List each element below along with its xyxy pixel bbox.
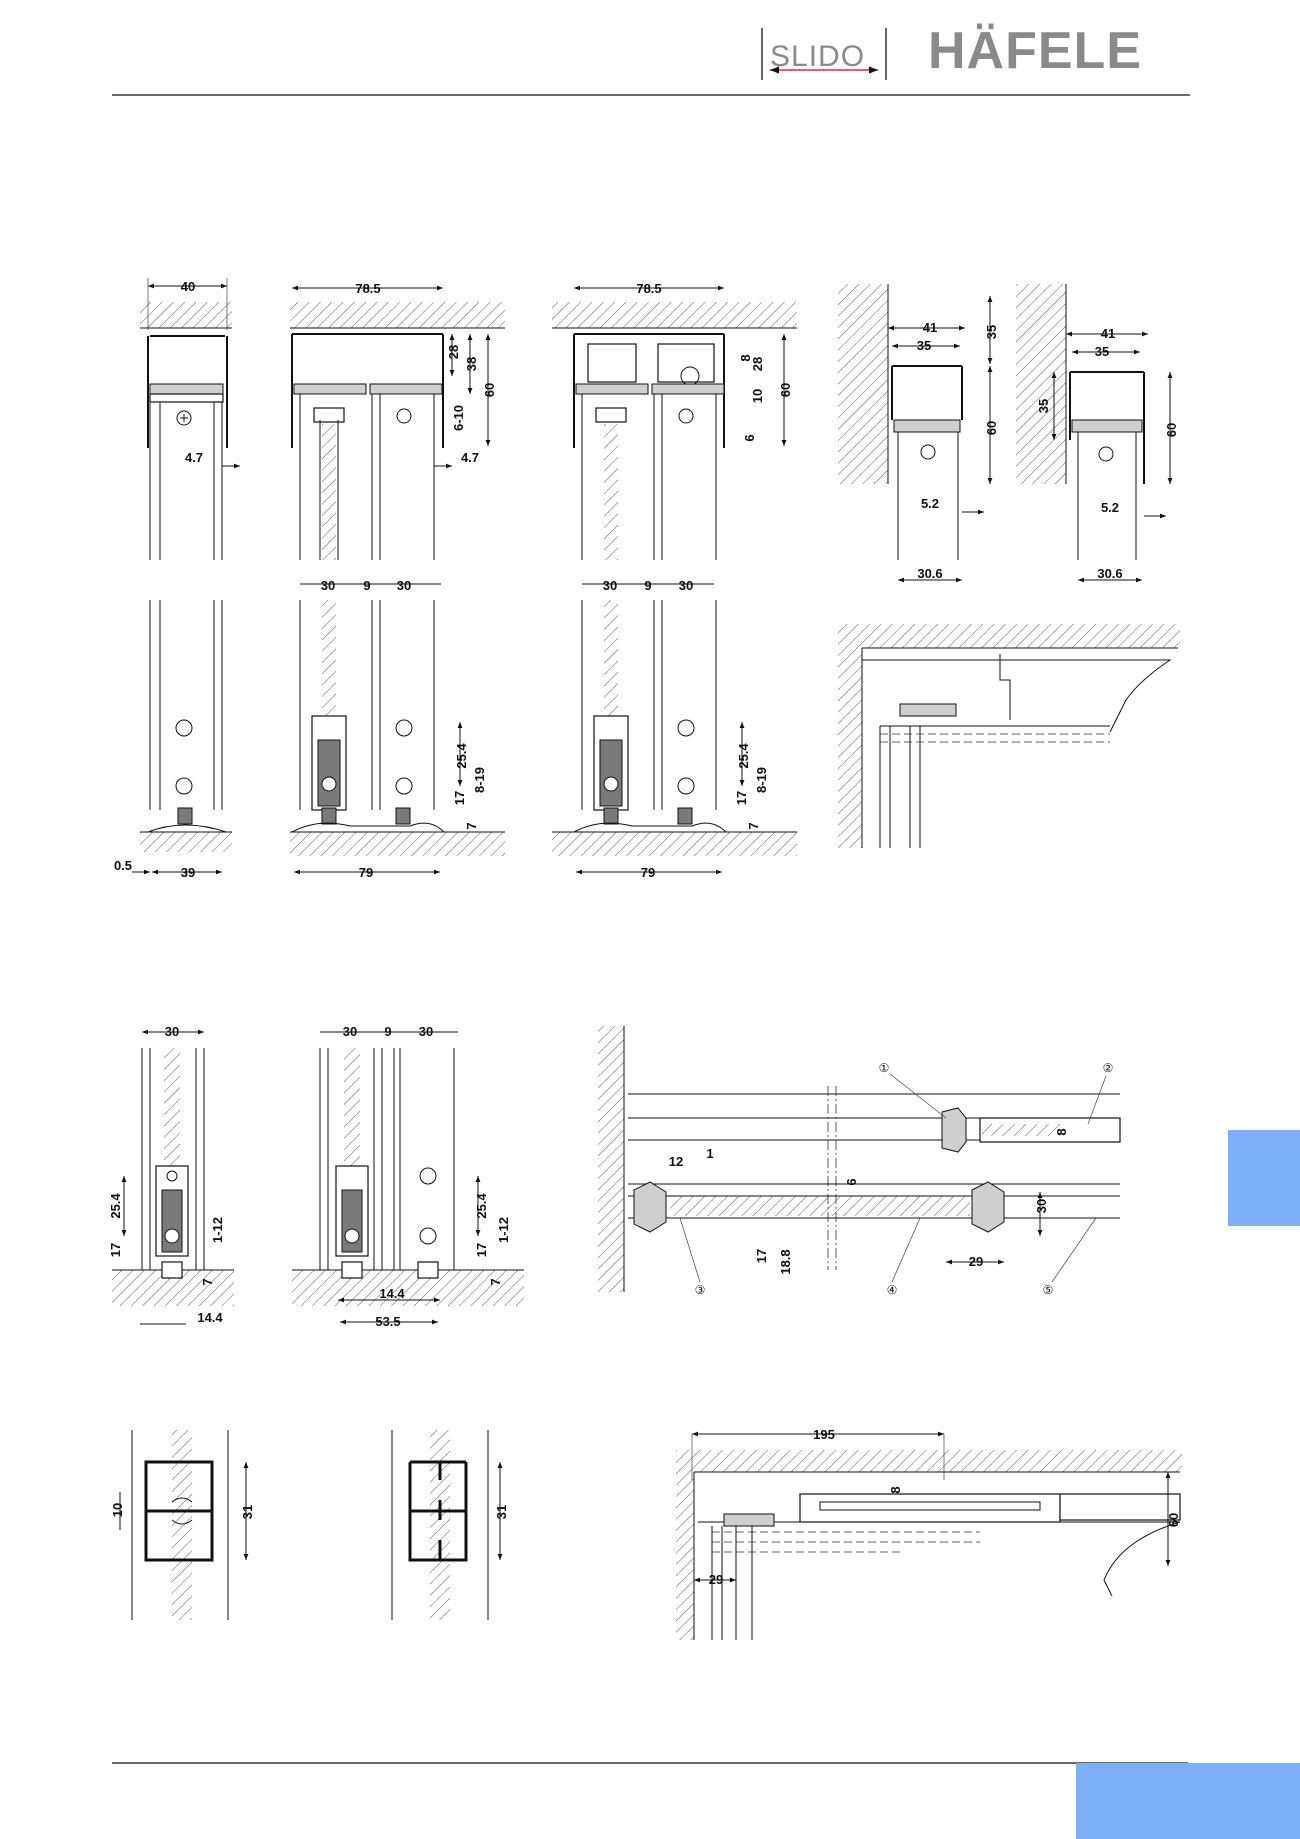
footer-page-tab xyxy=(1076,1763,1300,1839)
dim-double-h60: 60 xyxy=(482,383,497,397)
dim-wallA-h60: 60 xyxy=(984,421,999,435)
dim-double-w30a: 30 xyxy=(321,578,335,593)
dim-floor2-d53-5: 53.5 xyxy=(375,1314,400,1329)
figure-wall-mount-a: 41 35 35 60 5.2 30.6 xyxy=(838,284,999,583)
figure-single-track: 40 4.7 39 0.5 xyxy=(114,278,240,880)
dim-wallB-gap: 5.2 xyxy=(1101,500,1119,515)
dim-wallA-bottom: 30.6 xyxy=(917,566,942,581)
dim-floor2-d25-4: 25.4 xyxy=(474,1193,489,1219)
dim-double-h38: 38 xyxy=(464,357,479,371)
dim-wallB-w41: 41 xyxy=(1101,326,1115,341)
figure-profile-a: 10 31 xyxy=(110,1430,255,1620)
dim-floor2-d17: 17 xyxy=(474,1243,489,1257)
figure-profile-b: 31 xyxy=(391,1430,509,1620)
dim-floor2-w30a: 30 xyxy=(343,1024,357,1039)
header: SLIDO HÄFELE xyxy=(112,22,1190,96)
callout-3: ③ xyxy=(695,1283,706,1297)
dim-floor1-d14-4: 14.4 xyxy=(197,1310,223,1325)
dim-cover-top-width: 78.5 xyxy=(636,281,661,296)
dim-plan-d8: 8 xyxy=(1054,1128,1069,1135)
figure-ceiling-detail: 195 8 60 29 xyxy=(676,1427,1182,1640)
dim-cover-h6: 6 xyxy=(742,434,757,441)
dim-plan-d17: 17 xyxy=(754,1249,769,1263)
dim-double-bottom-width: 79 xyxy=(359,865,373,880)
dim-wallB-w35: 35 xyxy=(1095,344,1109,359)
figure-double-track-cover: 78.5 8 28 10 60 6 30 9 30 25.4 xyxy=(552,281,797,880)
callout-2: ② xyxy=(1103,1061,1114,1075)
dim-wallA-h35: 35 xyxy=(984,325,999,339)
dim-wallA-w41: 41 xyxy=(923,320,937,335)
dim-ceiling-d195: 195 xyxy=(813,1427,835,1442)
section-side-tab[interactable] xyxy=(1228,1130,1300,1226)
dim-double-top-width: 78.5 xyxy=(355,281,380,296)
dim-plan-d12: 12 xyxy=(669,1154,683,1169)
dim-double-d8-19: 8-19 xyxy=(472,767,487,793)
dim-plan-d18-8: 18.8 xyxy=(778,1249,793,1274)
dim-double-h6-10: 6-10 xyxy=(451,405,466,431)
dim-wallA-gap: 5.2 xyxy=(921,496,939,511)
dim-wallB-h35: 35 xyxy=(1036,399,1051,413)
dim-double-w30b: 30 xyxy=(397,578,411,593)
dim-plan-d29: 29 xyxy=(969,1254,983,1269)
dim-floor2-w30b: 30 xyxy=(419,1024,433,1039)
dim-floor1-w30: 30 xyxy=(165,1024,179,1039)
dim-single-bottom-offset: 0.5 xyxy=(114,858,132,873)
hafele-logo: HÄFELE xyxy=(928,22,1142,80)
callout-4: ④ xyxy=(887,1283,898,1297)
dim-single-top-width: 40 xyxy=(181,279,195,294)
dim-wallA-w35: 35 xyxy=(917,338,931,353)
dim-profileA-d31: 31 xyxy=(240,1505,255,1519)
figure-corner-detail xyxy=(838,624,1180,848)
dim-double-d7: 7 xyxy=(464,822,479,829)
figure-floor-double: 30 9 30 25.4 17 1-12 7 14.4 53.5 xyxy=(292,1024,524,1329)
dim-cover-d17: 17 xyxy=(734,791,749,805)
dim-plan-d30: 30 xyxy=(1034,1199,1049,1213)
dim-cover-h8: 8 xyxy=(738,354,753,361)
dim-double-gap: 4.7 xyxy=(461,450,479,465)
dim-plan-d6: 6 xyxy=(844,1178,859,1185)
dim-double-d25-4: 25.4 xyxy=(454,743,469,769)
dim-double-h28: 28 xyxy=(446,345,461,359)
dim-single-gap: 4.7 xyxy=(185,450,203,465)
callout-5: ⑤ xyxy=(1043,1283,1054,1297)
dim-plan-d1: 1 xyxy=(706,1146,713,1161)
figure-double-track: 78.5 28 38 60 6-10 4.7 30 9 30 xyxy=(290,281,505,880)
slido-logo: SLIDO xyxy=(761,28,887,80)
dim-cover-bottom-width: 79 xyxy=(641,865,655,880)
dim-cover-w9: 9 xyxy=(644,578,651,593)
slido-logo-text: SLIDO xyxy=(770,40,865,73)
dim-floor2-w9: 9 xyxy=(384,1024,391,1039)
figure-wall-mount-b: 41 35 35 60 5.2 30.6 xyxy=(1016,284,1179,583)
dim-profileB-d31: 31 xyxy=(494,1505,509,1519)
dim-floor2-d14-4: 14.4 xyxy=(379,1286,405,1301)
dim-cover-h10: 10 xyxy=(750,389,765,403)
dim-wallB-h60: 60 xyxy=(1164,423,1179,437)
dim-floor2-d1-12: 1-12 xyxy=(496,1217,511,1243)
dim-cover-w30a: 30 xyxy=(603,578,617,593)
dim-floor1-d17: 17 xyxy=(108,1243,123,1257)
dim-floor1-d25-4: 25.4 xyxy=(108,1193,123,1219)
figure-floor-single: 30 25.4 17 1-12 7 14.4 xyxy=(108,1024,234,1325)
dim-ceiling-d29: 29 xyxy=(709,1572,723,1587)
dim-wallB-bottom: 30.6 xyxy=(1097,566,1122,581)
dim-cover-w30b: 30 xyxy=(679,578,693,593)
dim-cover-h60: 60 xyxy=(778,383,793,397)
dim-cover-d7: 7 xyxy=(746,822,761,829)
dim-double-w9: 9 xyxy=(363,578,370,593)
dim-cover-h28: 28 xyxy=(750,357,765,371)
callout-1: ① xyxy=(879,1061,890,1075)
dim-single-bottom-width: 39 xyxy=(181,865,195,880)
dim-cover-d8-19: 8-19 xyxy=(754,767,769,793)
dim-ceiling-d8: 8 xyxy=(888,1486,903,1493)
dim-ceiling-d60: 60 xyxy=(1166,1513,1181,1527)
dim-double-d17: 17 xyxy=(452,791,467,805)
dim-cover-d25-4: 25.4 xyxy=(736,743,751,769)
dim-profileA-d10: 10 xyxy=(110,1503,125,1517)
dim-floor1-d1-12: 1-12 xyxy=(210,1217,225,1243)
figure-plan-view: 8 12 1 6 30 17 18.8 29 ① ② ③ ④ ⑤ xyxy=(598,1026,1121,1297)
